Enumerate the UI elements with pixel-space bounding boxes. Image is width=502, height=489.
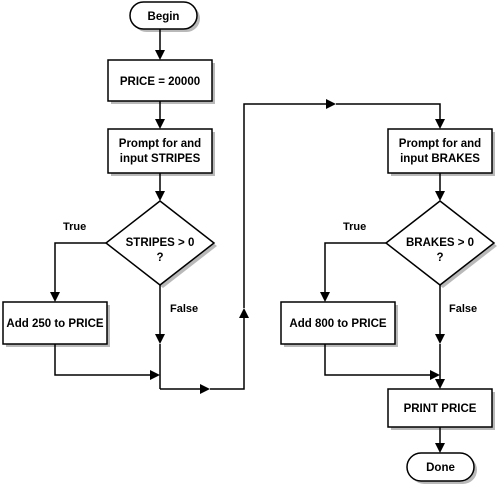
- edge-add-250-to-merge: [54, 344, 160, 380]
- edge-begin-to-price: [155, 29, 165, 60]
- edge-add-800-to-merge: [324, 344, 440, 380]
- edge-stripes-false: [155, 285, 165, 389]
- prompt-brakes-label-line2: input BRAKES: [400, 153, 480, 165]
- prompt-stripes-label-line1: Prompt for and: [119, 138, 201, 150]
- decision-stripes-node: STRIPES > 0 ?: [104, 200, 217, 288]
- prompt-brakes-label-line1: Prompt for and: [399, 138, 481, 150]
- add-250-label: Add 250 to PRICE: [6, 318, 103, 330]
- edge-prompt-brakes-to-decision: [435, 173, 445, 201]
- add-800-label: Add 800 to PRICE: [289, 318, 386, 330]
- brakes-false-label: False: [449, 303, 477, 315]
- edge-brakes-false: [435, 285, 445, 389]
- add-800-node: Add 800 to PRICE: [280, 301, 398, 347]
- edge-connector-to-brakes: [160, 99, 445, 394]
- stripes-false-label: False: [170, 303, 198, 315]
- print-price-node: PRINT PRICE: [387, 388, 495, 430]
- decision-brakes-label-line1: BRAKES > 0: [406, 237, 474, 249]
- prompt-stripes-node: Prompt for and input STRIPES: [107, 128, 215, 176]
- print-price-label: PRINT PRICE: [404, 403, 477, 415]
- begin-node: Begin: [129, 1, 200, 32]
- stripes-true-label: True: [63, 221, 86, 233]
- edge-price-to-prompt-stripes: [155, 101, 165, 129]
- edge-stripes-true: [50, 242, 106, 302]
- done-node: Done: [406, 452, 477, 484]
- edge-print-to-done: [435, 427, 445, 453]
- prompt-stripes-label-line2: input STRIPES: [120, 153, 201, 165]
- add-250-node: Add 250 to PRICE: [2, 301, 110, 347]
- done-label: Done: [426, 462, 455, 474]
- brakes-true-label: True: [343, 221, 366, 233]
- prompt-brakes-node: Prompt for and input BRAKES: [387, 128, 495, 176]
- decision-stripes-label-line1: STRIPES > 0: [126, 237, 195, 249]
- begin-label: Begin: [148, 11, 180, 23]
- decision-brakes-label-line2: ?: [436, 252, 443, 264]
- decision-stripes-label-line2: ?: [156, 252, 163, 264]
- price-init-node: PRICE = 20000: [107, 59, 215, 104]
- decision-brakes-node: BRAKES > 0 ?: [384, 200, 497, 288]
- edge-brakes-true: [320, 242, 386, 302]
- edge-prompt-stripes-to-decision: [155, 173, 165, 201]
- price-init-label: PRICE = 20000: [120, 76, 200, 88]
